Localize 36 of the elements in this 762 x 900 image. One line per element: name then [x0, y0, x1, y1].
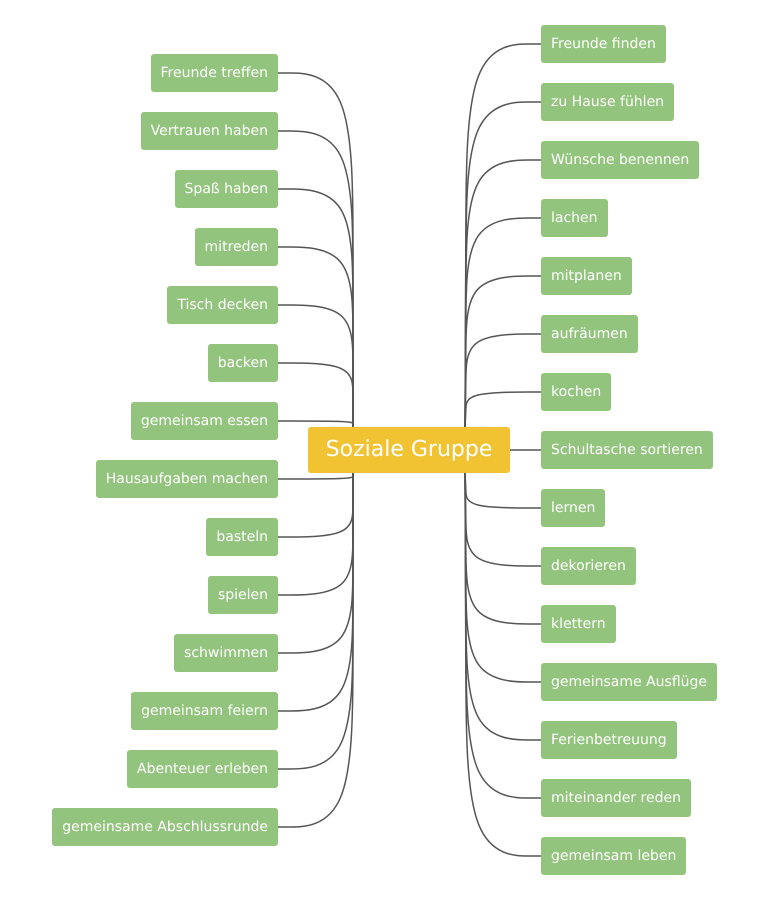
topic-box: schwimmen: [174, 634, 278, 672]
topic-box: gemeinsam leben: [541, 837, 686, 875]
topic-box: Wünsche benennen: [541, 141, 700, 179]
topic-box: kochen: [541, 373, 612, 411]
topic-box: mitreden: [194, 228, 278, 266]
topic-box: Spaß haben: [174, 170, 278, 208]
topic-box: mitplanen: [541, 257, 632, 295]
connector-line: [509, 449, 541, 451]
topic-box: gemeinsame Ausflüge: [541, 663, 718, 701]
topic-box: lachen: [541, 199, 608, 237]
topic-box: Hausaufgaben machen: [96, 460, 278, 498]
topic-box: Freunde treffen: [150, 54, 278, 92]
topic-box: spielen: [208, 576, 278, 614]
topic-box: Schultasche sortieren: [541, 431, 713, 469]
connector-line: [464, 159, 541, 427]
central-topic-box: Soziale Gruppe: [308, 427, 510, 473]
topic-box: gemeinsam essen: [130, 402, 278, 440]
topic-box: Vertrauen haben: [140, 112, 278, 150]
topic-box: Ferienbetreuung: [541, 721, 677, 759]
topic-box: gemeinsame Abschlussrunde: [52, 808, 278, 846]
topic-box: klettern: [541, 605, 616, 643]
connector-line: [464, 391, 541, 428]
connector-line: [278, 420, 354, 428]
topic-box: Freunde finden: [541, 25, 666, 63]
topic-box: basteln: [206, 518, 278, 556]
topic-box: miteinander reden: [541, 779, 691, 817]
topic-box: zu Hause fühlen: [541, 83, 674, 121]
topic-box: dekorieren: [541, 547, 636, 585]
topic-box: Abenteuer erleben: [127, 750, 278, 788]
connector-line: [464, 333, 541, 428]
connector-line: [278, 362, 354, 427]
topic-box: aufräumen: [541, 315, 638, 353]
topic-box: gemeinsam feiern: [131, 692, 278, 730]
topic-box: Tisch decken: [167, 286, 278, 324]
topic-box: lernen: [541, 489, 606, 527]
topic-box: backen: [208, 344, 278, 382]
